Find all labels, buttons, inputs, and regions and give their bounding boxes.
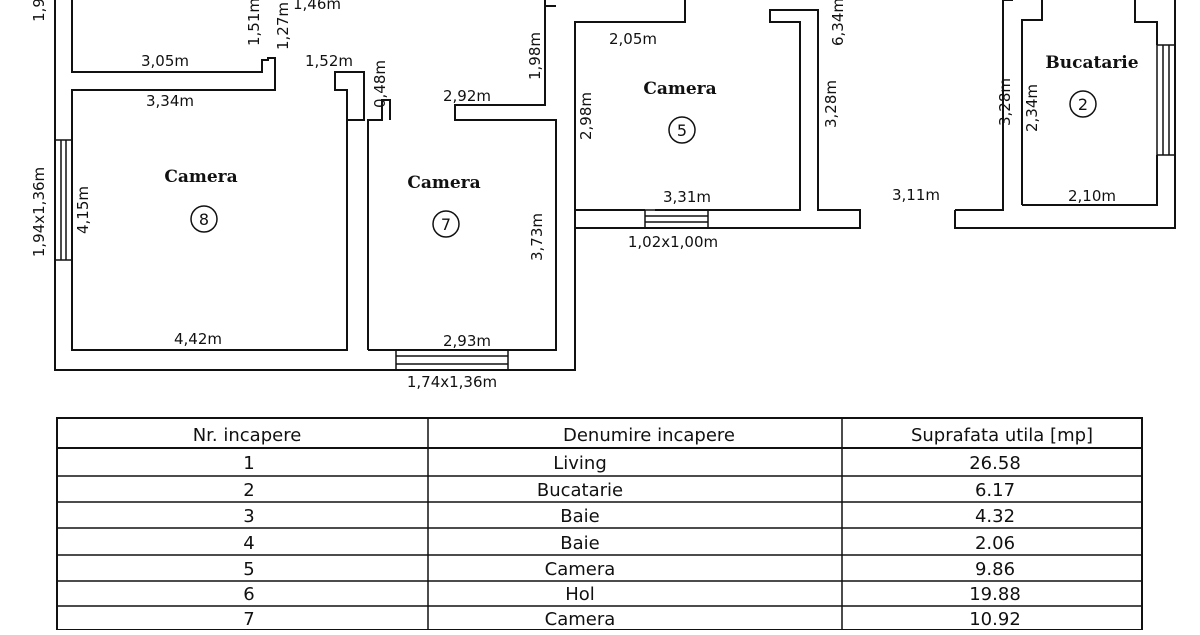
dim-3-28-a: 3,28m [822, 80, 840, 128]
table-cell-denumire: Camera [545, 559, 616, 580]
room-name: Camera [643, 79, 716, 99]
table-header-denumire: Denumire incapere [563, 425, 735, 446]
room-number: 8 [199, 210, 209, 229]
dim-window-5: 1,02x1,00m [628, 233, 718, 251]
room-name: Bucatarie [1045, 53, 1138, 73]
dim-3-34: 3,34m [146, 92, 194, 110]
dim-2-34: 2,34m [1023, 84, 1041, 132]
room-number-circle [190, 205, 218, 233]
dim-1-27: 1,27m [274, 2, 292, 50]
table-cell-denumire: Hol [565, 584, 595, 605]
table-cell-denumire: Baie [560, 533, 599, 554]
dim-window-8: 1,94x1,36m [30, 167, 48, 257]
dim-3-31: 3,31m [663, 188, 711, 206]
table-header-nr: Nr. incapere [193, 425, 302, 446]
room-number: 5 [677, 121, 687, 140]
room-label-5: Camera 5 [643, 79, 717, 144]
dim-2-92: 2,92m [443, 87, 491, 105]
table-cell-suprafata: 4.32 [975, 506, 1015, 527]
table-cell-nr: 2 [243, 480, 254, 501]
table-cell-suprafata: 9.86 [975, 559, 1015, 580]
table-header-suprafata: Suprafata utila [mp] [911, 425, 1093, 446]
room-5-walls [544, 0, 800, 229]
table-cell-suprafata: 6.17 [975, 480, 1015, 501]
dim-3-28-b: 3,28m [996, 78, 1014, 126]
table-cell-denumire: Living [553, 453, 607, 474]
table-cell-nr: 6 [243, 584, 254, 605]
dim-4-42: 4,42m [174, 330, 222, 348]
room-2-walls [954, 0, 1176, 229]
dim-3-11: 3,11m [892, 186, 940, 204]
room-name: Camera [407, 173, 480, 193]
room-number: 7 [441, 215, 451, 234]
dim-1-51: 1,51m [245, 0, 263, 46]
table-cell-denumire: Baie [560, 506, 599, 527]
dim-1-52: 1,52m [305, 52, 353, 70]
dim-2-05: 2,05m [609, 30, 657, 48]
table-cell-suprafata: 26.58 [969, 453, 1021, 474]
area-table: Nr. incapere Denumire incapere Suprafata… [56, 417, 1143, 631]
room-number: 2 [1078, 95, 1088, 114]
dim-6-34: 6,34m [829, 0, 847, 46]
dim-3-05: 3,05m [141, 52, 189, 70]
room-8-walls [54, 0, 861, 371]
dim-top-cut: 1,9 [30, 0, 48, 22]
table-cell-nr: 7 [243, 609, 254, 630]
room-number-circle [432, 210, 460, 238]
dim-3-73: 3,73m [528, 213, 546, 261]
dim-2-93: 2,93m [443, 332, 491, 350]
table-cell-nr: 1 [243, 453, 254, 474]
room-label-7: Camera 7 [407, 173, 481, 238]
room-number-circle [1069, 90, 1097, 118]
table-cell-denumire: Camera [545, 609, 616, 630]
table-cell-suprafata: 19.88 [969, 584, 1021, 605]
dimension-labels: 1,46m 3,05m 3,34m 1,52m 4,42m 2,92m 2,93… [141, 0, 1116, 391]
table-cell-suprafata: 2.06 [975, 533, 1015, 554]
room-label-8: Camera 8 [164, 167, 238, 233]
dim-window-7: 1,74x1,36m [407, 373, 497, 391]
room-number-circle [668, 116, 696, 144]
room-name: Camera [164, 167, 237, 187]
table-cell-nr: 3 [243, 506, 254, 527]
room-label-2: Bucatarie 2 [1045, 53, 1139, 118]
table-cell-nr: 5 [243, 559, 254, 580]
dim-1-98: 1,98m [526, 32, 544, 80]
dim-2-98: 2,98m [577, 92, 595, 140]
dim-1-46: 1,46m [293, 0, 341, 13]
dimension-labels-vertical: 1,9 1,51m 1,27m 0,48m 4,15m 1,94x1,36m 3… [30, 0, 1041, 261]
dim-4-15: 4,15m [74, 186, 92, 234]
room-7-walls [367, 5, 557, 371]
dim-2-10: 2,10m [1068, 187, 1116, 205]
table-cell-nr: 4 [243, 533, 254, 554]
dim-0-48: 0,48m [371, 60, 389, 108]
table-cell-suprafata: 10.92 [969, 609, 1021, 630]
table-cell-denumire: Bucatarie [537, 480, 623, 501]
